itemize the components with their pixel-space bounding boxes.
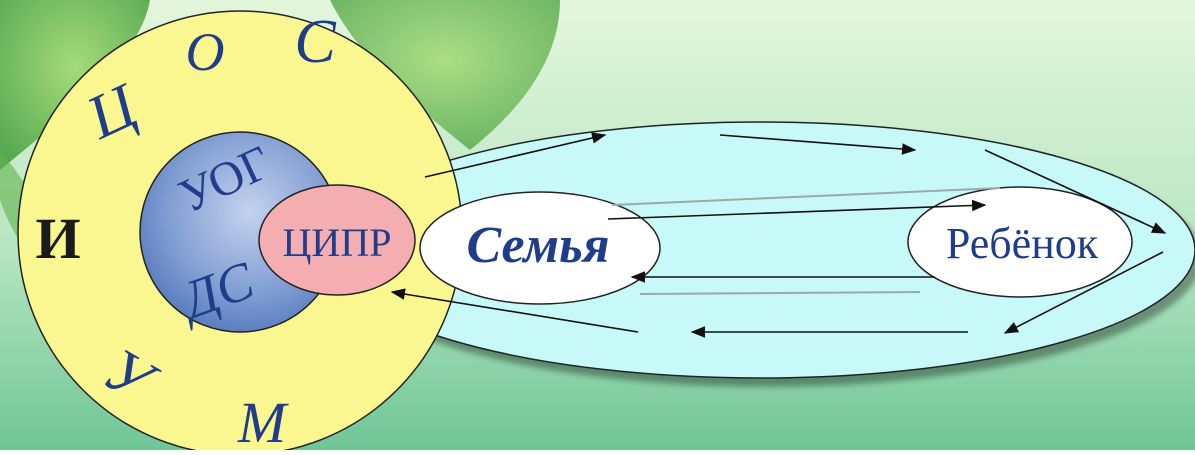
ring-letter-o: О [186,22,225,82]
ring-letter-i: И [35,206,80,271]
child-label: Ребёнок [946,219,1099,268]
center-label: ЦИПР [283,220,392,265]
ring-letter-m: М [237,390,289,450]
ring-letter-s: С [294,8,336,76]
family-label: Семья [467,217,610,274]
